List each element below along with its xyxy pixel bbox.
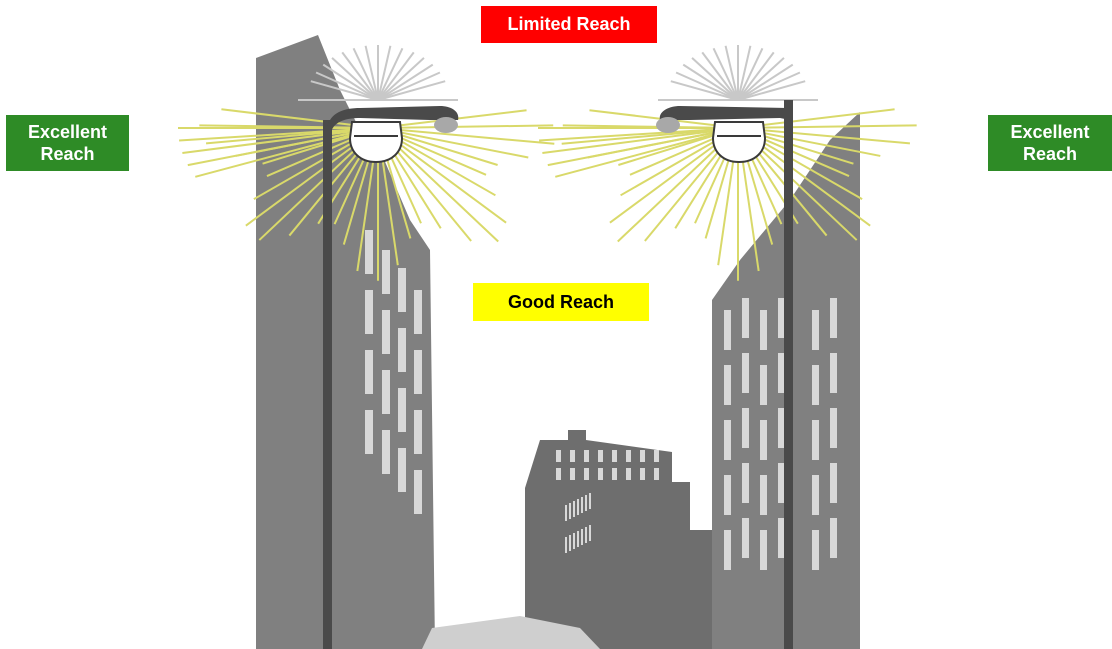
excellent-reach-right-line1: Excellent [988, 121, 1112, 143]
window [398, 328, 406, 372]
window [830, 518, 837, 558]
window [414, 470, 422, 514]
window [573, 501, 575, 517]
window [365, 410, 373, 454]
excellent-reach-right-label: Excellent Reach [988, 115, 1112, 171]
window [830, 463, 837, 503]
window [760, 530, 767, 570]
window [398, 448, 406, 492]
window [812, 420, 819, 460]
window [742, 408, 749, 448]
window [830, 298, 837, 338]
window [654, 468, 659, 480]
window [584, 468, 589, 480]
window [365, 350, 373, 394]
window [640, 468, 645, 480]
center-building [525, 430, 712, 649]
window [812, 365, 819, 405]
excellent-reach-left-line2: Reach [6, 143, 129, 165]
window [556, 450, 561, 462]
window [589, 525, 591, 541]
excellent-reach-right-line2: Reach [988, 143, 1112, 165]
window [724, 365, 731, 405]
window [573, 533, 575, 549]
window [724, 420, 731, 460]
window [581, 497, 583, 513]
window [760, 420, 767, 460]
window [724, 475, 731, 515]
window [626, 468, 631, 480]
window [414, 410, 422, 454]
window [830, 353, 837, 393]
center-building-body [525, 430, 712, 649]
window [760, 310, 767, 350]
right-lamp-light [656, 117, 680, 133]
window [812, 475, 819, 515]
good-reach-text: Good Reach [508, 292, 614, 312]
window [760, 475, 767, 515]
window [589, 493, 591, 509]
window [414, 350, 422, 394]
window [778, 298, 785, 338]
window [760, 365, 767, 405]
limited-reach-text: Limited Reach [507, 14, 630, 34]
excellent-reach-left-label: Excellent Reach [6, 115, 129, 171]
window [778, 518, 785, 558]
window [812, 530, 819, 570]
left-lamp-light [434, 117, 458, 133]
window [569, 535, 571, 551]
window [724, 310, 731, 350]
left-pole [323, 120, 332, 649]
window [382, 250, 390, 294]
window [585, 495, 587, 511]
good-reach-label: Good Reach [473, 283, 649, 321]
window [778, 408, 785, 448]
window [398, 268, 406, 312]
window [382, 310, 390, 354]
window [382, 370, 390, 414]
window [556, 468, 561, 480]
window [742, 518, 749, 558]
window [570, 450, 575, 462]
window [365, 290, 373, 334]
window [640, 450, 645, 462]
window [382, 430, 390, 474]
window [612, 450, 617, 462]
window [577, 531, 579, 547]
limited-reach-label: Limited Reach [481, 6, 657, 43]
window [365, 230, 373, 274]
right-lamp-arm [660, 106, 790, 120]
window [598, 450, 603, 462]
window [577, 499, 579, 515]
window [812, 310, 819, 350]
window [654, 450, 659, 462]
window [570, 468, 575, 480]
right-pole [784, 100, 793, 649]
window [778, 463, 785, 503]
window [398, 388, 406, 432]
window [742, 463, 749, 503]
window [830, 408, 837, 448]
window [585, 527, 587, 543]
window [584, 450, 589, 462]
excellent-reach-left-line1: Excellent [6, 121, 129, 143]
window [598, 468, 603, 480]
window [565, 537, 567, 553]
window [569, 503, 571, 519]
right-dome-camera [713, 122, 765, 162]
window [565, 505, 567, 521]
window [612, 468, 617, 480]
left-dome-camera [350, 122, 402, 162]
window [742, 298, 749, 338]
window [414, 290, 422, 334]
window [742, 353, 749, 393]
window [626, 450, 631, 462]
window [724, 530, 731, 570]
window [778, 353, 785, 393]
window [581, 529, 583, 545]
